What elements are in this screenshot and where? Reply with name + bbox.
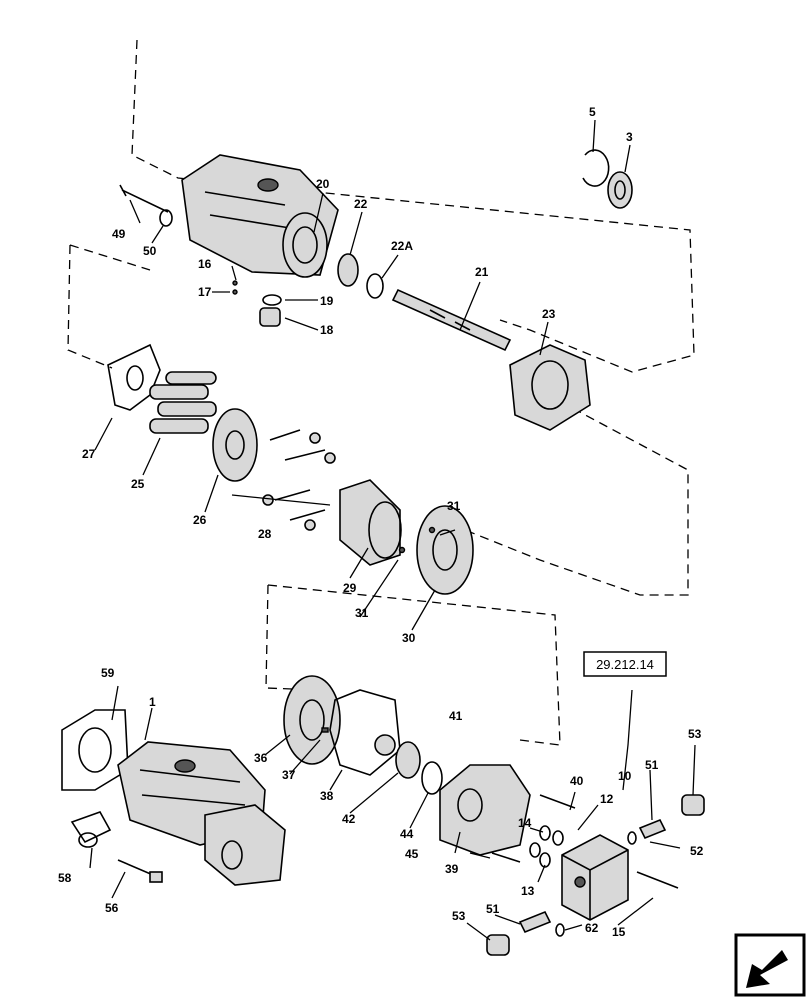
callout-41: 41	[449, 709, 463, 723]
callout-39: 39	[445, 862, 459, 876]
bearing-42	[395, 741, 421, 779]
bolt-40	[539, 794, 576, 809]
bolt-49	[119, 184, 169, 213]
callout-53-upper: 53	[688, 727, 702, 741]
snap-ring-5	[582, 149, 610, 187]
callout-45: 45	[405, 847, 419, 861]
callout-37: 37	[282, 768, 296, 782]
connector-53-upper	[681, 794, 705, 816]
callout-31-upper: 31	[447, 499, 461, 513]
snap-ring-22a	[366, 273, 384, 299]
callout-22a: 22A	[391, 239, 413, 253]
callout-30: 30	[402, 631, 416, 645]
callout-38: 38	[320, 789, 334, 803]
pump-assembly-1	[61, 709, 286, 886]
gasket-59	[70, 811, 112, 844]
callout-14: 14	[518, 816, 532, 830]
reference-box-label: 29.212.14	[596, 657, 654, 672]
callout-10: 10	[618, 769, 632, 783]
callout-49: 49	[112, 227, 126, 241]
callout-25: 25	[131, 477, 145, 491]
callout-17: 17	[198, 285, 212, 299]
callout-22: 22	[354, 197, 368, 211]
valve-plate-30	[416, 505, 474, 595]
callout-28: 28	[258, 527, 272, 541]
pin-16-17	[232, 280, 238, 295]
pump-housing-20	[181, 154, 339, 278]
washer-58	[78, 832, 98, 848]
callout-51-upper: 51	[645, 758, 659, 772]
callout-16: 16	[198, 257, 212, 271]
clips-28	[262, 429, 336, 531]
callout-27: 27	[82, 447, 96, 461]
oring-62	[555, 923, 565, 937]
bolt-15	[636, 871, 679, 889]
callout-26: 26	[193, 513, 207, 527]
bolt-56	[117, 859, 163, 883]
callout-40: 40	[570, 774, 584, 788]
callout-59: 59	[101, 666, 115, 680]
end-housing-45	[439, 764, 531, 856]
group-outline-middle	[67, 244, 689, 596]
gasket-38	[329, 689, 401, 776]
callout-19: 19	[320, 294, 334, 308]
callout-15: 15	[612, 925, 626, 939]
callout-51-lower: 51	[486, 902, 500, 916]
oring-52	[627, 831, 637, 845]
callout-23: 23	[542, 307, 556, 321]
valve-block-10	[561, 834, 629, 921]
bolt-39	[491, 852, 521, 863]
callout-5: 5	[589, 105, 596, 119]
callout-1: 1	[149, 695, 156, 709]
leader-lines	[89, 119, 696, 941]
fitting-51-lower	[518, 910, 552, 934]
next-page-arrow-icon[interactable]	[734, 933, 806, 997]
callout-58: 58	[58, 871, 72, 885]
callout-13: 13	[521, 884, 535, 898]
callout-21: 21	[475, 265, 489, 279]
pistons-25	[149, 371, 217, 434]
callout-56: 56	[105, 901, 119, 915]
oring-19	[262, 294, 282, 306]
shaft-21	[391, 288, 512, 352]
orings-12-14	[529, 825, 564, 868]
callout-20: 20	[316, 177, 330, 191]
callout-53-lower: 53	[452, 909, 466, 923]
end-cap-23	[509, 344, 591, 431]
callout-31-lower: 31	[355, 606, 369, 620]
callout-44: 44	[400, 827, 414, 841]
plug-18	[259, 307, 281, 327]
gasket-27	[107, 343, 161, 411]
callout-12: 12	[600, 792, 614, 806]
snap-ring-44	[421, 761, 443, 795]
pin-37	[321, 727, 329, 733]
pins-31	[398, 526, 436, 554]
callout-3: 3	[626, 130, 633, 144]
gear-41	[374, 734, 396, 756]
callout-62: 62	[585, 921, 599, 935]
group-outline-top	[131, 39, 695, 373]
callout-42: 42	[342, 812, 356, 826]
bearing-22	[337, 253, 359, 287]
callout-50: 50	[143, 244, 157, 258]
plate-36	[283, 675, 341, 765]
connector-53-lower	[486, 934, 510, 956]
callout-labels: 5 3 20 22 22A 21 23 16 17 19 18 49 50 27…	[58, 105, 704, 939]
fitting-51-upper	[638, 818, 667, 840]
callout-52: 52	[690, 844, 704, 858]
washer-50	[159, 209, 173, 227]
callout-18: 18	[320, 323, 334, 337]
retainer-plate-26	[212, 408, 258, 482]
seal-3	[607, 171, 633, 209]
callout-29: 29	[343, 581, 357, 595]
cylinder-block-29	[339, 479, 402, 566]
reference-box[interactable]: 29.212.14	[583, 651, 667, 677]
callout-36: 36	[254, 751, 268, 765]
